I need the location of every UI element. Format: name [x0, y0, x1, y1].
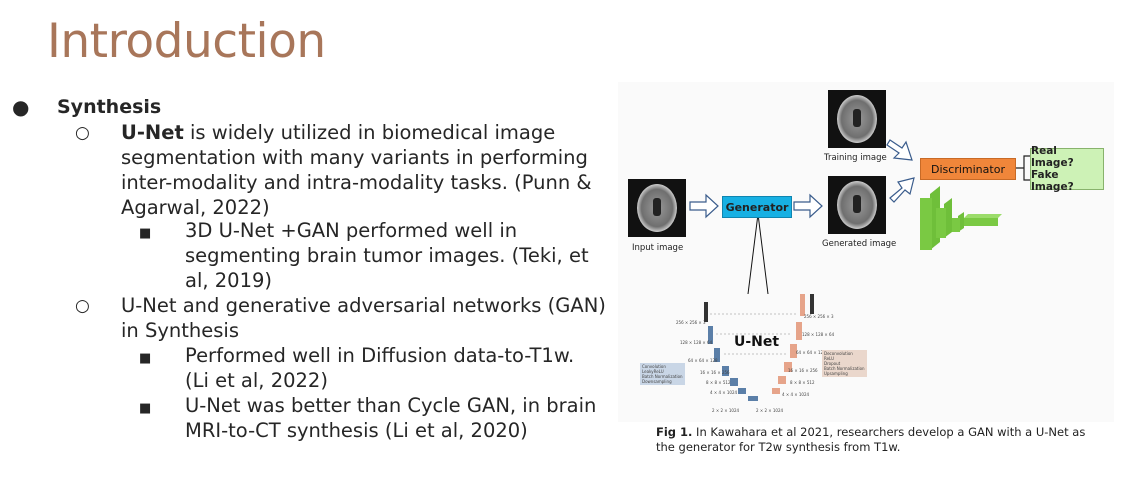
bullet-sub1-line2: segmenting brain tumor images. (Teki, et — [185, 244, 589, 267]
dim-right-3: 16 × 16 × 256 — [788, 368, 818, 373]
bullet-dot: ● — [12, 95, 30, 119]
bullet-unet-line4: Agarwal, 2022) — [121, 196, 270, 219]
bullet-gan-line2: in Synthesis — [121, 319, 239, 342]
bullet-sub3-line1: U-Net was better than Cycle GAN, in brai… — [185, 394, 597, 417]
dim-left-6: 2 × 2 × 1024 — [712, 408, 740, 413]
bullet-synthesis: Synthesis — [57, 96, 162, 118]
discriminator-box: Discriminator — [920, 158, 1016, 180]
bullet-unet-line2: segmentation with many variants in perfo… — [121, 146, 588, 169]
generator-box: Generator — [722, 196, 792, 218]
gan-unet-figure: Input image — [618, 82, 1114, 422]
bullet-circle: ○ — [75, 296, 90, 316]
bullet-sub2-line2: (Li et al, 2022) — [185, 369, 328, 392]
decoder-legend: Deconvolution ReLU Dropout Batch Normali… — [822, 350, 867, 377]
figure-caption: Fig 1. In Kawahara et al 2021, researche… — [656, 425, 1086, 455]
bullet-square: ■ — [139, 351, 152, 366]
output-box: Real Image? Fake Image? — [1030, 145, 1104, 193]
dim-right-4: 8 × 8 × 512 — [790, 380, 815, 385]
dim-left-3: 16 × 16 × 256 — [700, 370, 730, 375]
dim-left-4: 8 × 8 × 512 — [706, 380, 731, 385]
bullet-unet-line1: U-Net is widely utilized in biomedical i… — [121, 121, 555, 145]
dim-right-2: 64 × 64 × 128 — [796, 350, 826, 355]
input-image-label: Input image — [632, 243, 684, 253]
bullet-sub1-line1: 3D U-Net +GAN performed well in — [185, 219, 518, 242]
generated-image-label: Generated image — [822, 239, 897, 249]
caption-text: In Kawahara et al 2021, researchers deve… — [656, 425, 1086, 454]
real-image-label: Real Image? — [1031, 145, 1074, 169]
dim-left-2: 64 × 64 × 128 — [688, 358, 718, 363]
generated-brain-image — [828, 176, 886, 234]
caption-label: Fig 1. — [656, 425, 693, 439]
unet-bold: U-Net — [121, 121, 184, 144]
bullet-square: ■ — [139, 226, 152, 241]
fake-image-label: Fake Image? — [1031, 169, 1074, 193]
bullet-sub3-line2: MRI-to-CT synthesis (Li et al, 2020) — [185, 419, 528, 442]
bullet-gan-line1: U-Net and generative adversarial network… — [121, 294, 606, 317]
unet-rest: is widely utilized in biomedical image — [183, 121, 556, 144]
slide-title: Introduction — [47, 14, 326, 69]
dim-right-0: 256 × 256 × 3 — [804, 314, 834, 319]
encoder-legend: Convolution LeakyReLU Batch Normalizatio… — [640, 363, 685, 385]
bullet-unet-line3: inter-modality and intra-modality tasks.… — [121, 171, 592, 194]
dim-left-0: 256 × 256 × 3 — [676, 320, 706, 325]
training-image-label: Training image — [824, 153, 887, 163]
bullet-circle: ○ — [75, 123, 90, 143]
figure-arrows — [689, 139, 1030, 401]
dim-right-6: 2 × 2 × 1024 — [756, 408, 784, 413]
training-brain-image — [828, 90, 886, 148]
bullet-sub2-line1: Performed well in Diffusion data-to-T1w. — [185, 344, 575, 367]
input-brain-image — [628, 179, 686, 237]
dim-right-5: 4 × 4 × 1024 — [782, 392, 810, 397]
dim-left-5: 4 × 4 × 1024 — [710, 390, 738, 395]
dim-right-1: 128 × 128 × 64 — [802, 332, 835, 337]
bullet-square: ■ — [139, 401, 152, 416]
dim-left-1: 128 × 128 × 64 — [680, 340, 713, 345]
bullet-sub1-line3: al, 2019) — [185, 269, 272, 292]
unet-label: U-Net — [734, 334, 780, 350]
